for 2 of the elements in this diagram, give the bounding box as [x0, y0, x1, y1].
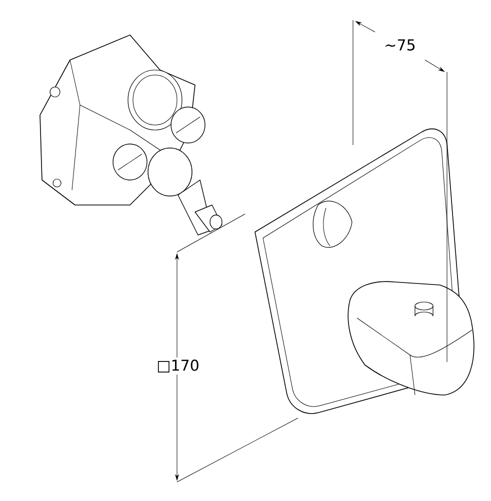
- dimension-label: □170: [154, 358, 202, 374]
- dimension-label: ~75: [382, 37, 418, 53]
